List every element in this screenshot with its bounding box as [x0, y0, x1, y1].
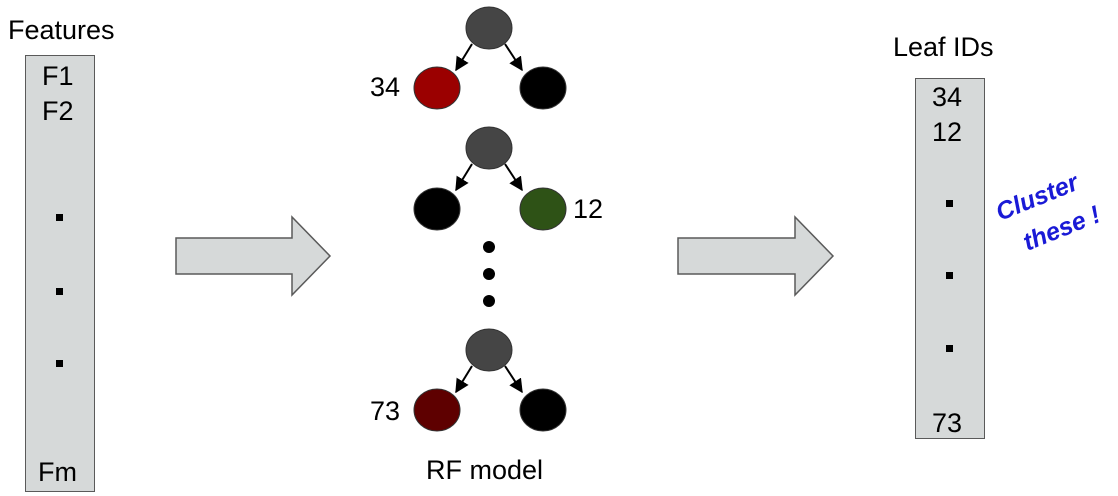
ellipsis-dot: [56, 288, 63, 295]
feature-fm: Fm: [38, 457, 77, 487]
ellipsis-dot: [56, 214, 63, 221]
tree-3-root-node: [465, 328, 513, 372]
rf-model-caption: RF model: [426, 455, 544, 485]
tree-ellipsis-dot: [483, 268, 495, 280]
flow-arrow-right: [677, 215, 835, 297]
ellipsis-dot: [56, 360, 63, 367]
tree-2-root-node: [465, 126, 513, 170]
leaf-ids-title: Leaf IDs: [893, 32, 994, 62]
leaf-id-34: 34: [932, 82, 963, 112]
tree-1-right-leaf-node: [519, 66, 567, 110]
tree-2: [413, 126, 567, 231]
tree-2-right-leaf-node: [519, 187, 567, 231]
features-title: Features: [8, 15, 115, 45]
tree-3-leaf-label: 73: [370, 396, 401, 426]
tree-2-left-leaf-node: [413, 187, 461, 231]
ellipsis-dot: [946, 345, 953, 352]
feature-f1: F1: [42, 61, 74, 91]
tree-1-left-leaf-node: [413, 66, 461, 110]
tree-1: [413, 6, 567, 110]
ellipsis-dot: [946, 200, 953, 207]
tree-3-right-leaf-node: [519, 388, 567, 432]
tree-3-left-leaf-node: [413, 388, 461, 432]
leaf-id-12: 12: [932, 117, 963, 147]
tree-1-root-node: [465, 6, 513, 50]
flow-arrow-left: [175, 215, 332, 297]
tree-1-leaf-label: 34: [370, 72, 401, 102]
feature-f2: F2: [42, 96, 74, 126]
tree-ellipsis-dot: [483, 295, 495, 307]
tree-ellipsis-dot: [483, 241, 495, 253]
features-column: [25, 55, 95, 492]
tree-3: [413, 328, 567, 432]
leaf-id-73: 73: [932, 408, 963, 438]
leaf-ids-column: [915, 78, 985, 439]
ellipsis-dot: [946, 272, 953, 279]
tree-2-leaf-label: 12: [573, 194, 604, 224]
